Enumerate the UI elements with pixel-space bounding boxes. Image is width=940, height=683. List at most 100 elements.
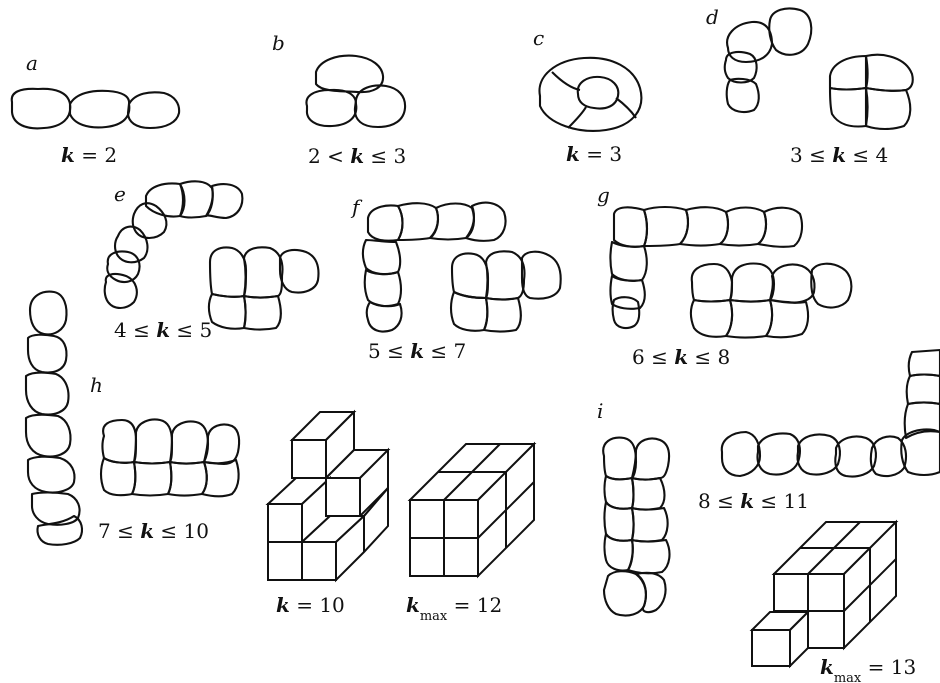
cell	[430, 204, 474, 240]
cell	[452, 254, 488, 298]
cell	[605, 502, 634, 541]
cell	[632, 438, 669, 479]
cell	[603, 438, 636, 480]
cube-face	[268, 504, 302, 542]
condition-text: ≤ 3	[364, 144, 406, 168]
panel-b: b 2 < k ≤ 3	[272, 31, 406, 168]
cell	[726, 300, 772, 338]
panel-i: i 8 ≤ k ≤ 11	[597, 350, 940, 683]
cell	[632, 508, 668, 542]
variable-k: k	[140, 519, 154, 543]
condition-text: ≤ 8	[688, 345, 730, 369]
panel-letter-d: d	[706, 5, 719, 29]
variable-k: k	[276, 593, 290, 617]
condition-prefix: 3 ≤	[790, 143, 832, 167]
cube-block-13	[752, 522, 896, 666]
condition-prefix: 2 <	[308, 144, 350, 168]
cell-ring-c	[539, 58, 641, 131]
condition-text: ≤ 4	[846, 143, 888, 167]
subscript-max: max	[420, 609, 448, 624]
cell	[727, 22, 772, 62]
cell	[12, 89, 71, 129]
cell-block-f	[451, 251, 561, 331]
cell	[730, 264, 774, 302]
cell	[146, 184, 185, 217]
cell	[451, 292, 487, 331]
condition-text: = 10	[290, 593, 345, 617]
cell	[115, 227, 147, 263]
condition-text: ≤ 10	[154, 519, 209, 543]
panel-e: e 4 ≤ k ≤ 5	[105, 181, 319, 342]
cell	[605, 534, 633, 571]
condition-label-f: 5 ≤ k ≤ 7	[368, 339, 466, 363]
ring-inner	[578, 77, 619, 109]
cell	[170, 422, 208, 464]
panel-d: d 3 ≤ k ≤ 4	[706, 5, 913, 167]
variable-k: k	[740, 489, 754, 513]
panel-letter-a: a	[26, 51, 38, 75]
cell	[280, 250, 319, 293]
cell	[306, 90, 356, 126]
condition-prefix: 5 ≤	[368, 339, 410, 363]
cell	[365, 270, 401, 306]
cell	[611, 276, 645, 309]
condition-text: ≤ 5	[170, 318, 212, 342]
cell-block-g	[691, 264, 851, 338]
cell-column-h	[26, 292, 82, 545]
cell	[28, 457, 74, 493]
condition-prefix: 8 ≤	[698, 489, 740, 513]
cell-block-d	[830, 55, 913, 129]
cell	[770, 264, 815, 302]
condition-prefix: 4 ≤	[114, 318, 156, 342]
cube-block-10	[268, 412, 388, 580]
cell-chain-i	[722, 350, 940, 477]
variable-k: k	[350, 144, 364, 168]
cell-chain-g	[611, 207, 803, 328]
cell	[128, 92, 179, 128]
cube-face	[292, 440, 326, 478]
cell	[70, 91, 129, 128]
panel-letter-c: c	[533, 26, 544, 50]
cell	[644, 207, 688, 246]
cell	[614, 207, 647, 246]
subscript-max: max	[834, 671, 862, 683]
variable-k: k	[410, 339, 424, 363]
cell	[30, 292, 67, 335]
cell	[105, 274, 137, 308]
cell	[632, 478, 665, 510]
condition-prefix: 6 ≤	[632, 345, 674, 369]
cell	[798, 434, 840, 474]
cell	[866, 55, 913, 91]
cell-wall	[552, 72, 580, 90]
cell-column-i	[603, 438, 669, 616]
condition-text: = 12	[447, 593, 502, 617]
cell	[26, 373, 69, 415]
cell	[101, 458, 135, 495]
cell	[486, 251, 525, 299]
caption-cube-12: kmax = 12	[406, 593, 502, 624]
condition-label-c: k = 3	[566, 142, 622, 166]
condition-text: ≤ 7	[424, 339, 466, 363]
cell	[811, 264, 851, 308]
cell	[720, 208, 766, 246]
cell	[209, 294, 246, 329]
panel-letter-h: h	[90, 373, 103, 397]
condition-text: ≤ 11	[754, 489, 809, 513]
cell	[611, 242, 647, 281]
cell	[107, 252, 139, 283]
condition-label-h: 7 ≤ k ≤ 10	[98, 519, 209, 543]
cube-face	[326, 478, 360, 516]
cell	[758, 208, 802, 247]
cell	[907, 375, 940, 405]
cell	[244, 247, 283, 297]
condition-label-a: k = 2	[61, 143, 117, 167]
cell	[202, 460, 239, 496]
panel-letter-e: e	[114, 182, 126, 206]
panel-g: g 6 ≤ k ≤ 8	[597, 183, 851, 369]
cell	[484, 298, 521, 332]
cell	[866, 88, 910, 129]
condition-text: = 3	[580, 142, 622, 166]
cell	[210, 248, 246, 297]
panel-letter-b: b	[272, 31, 285, 55]
